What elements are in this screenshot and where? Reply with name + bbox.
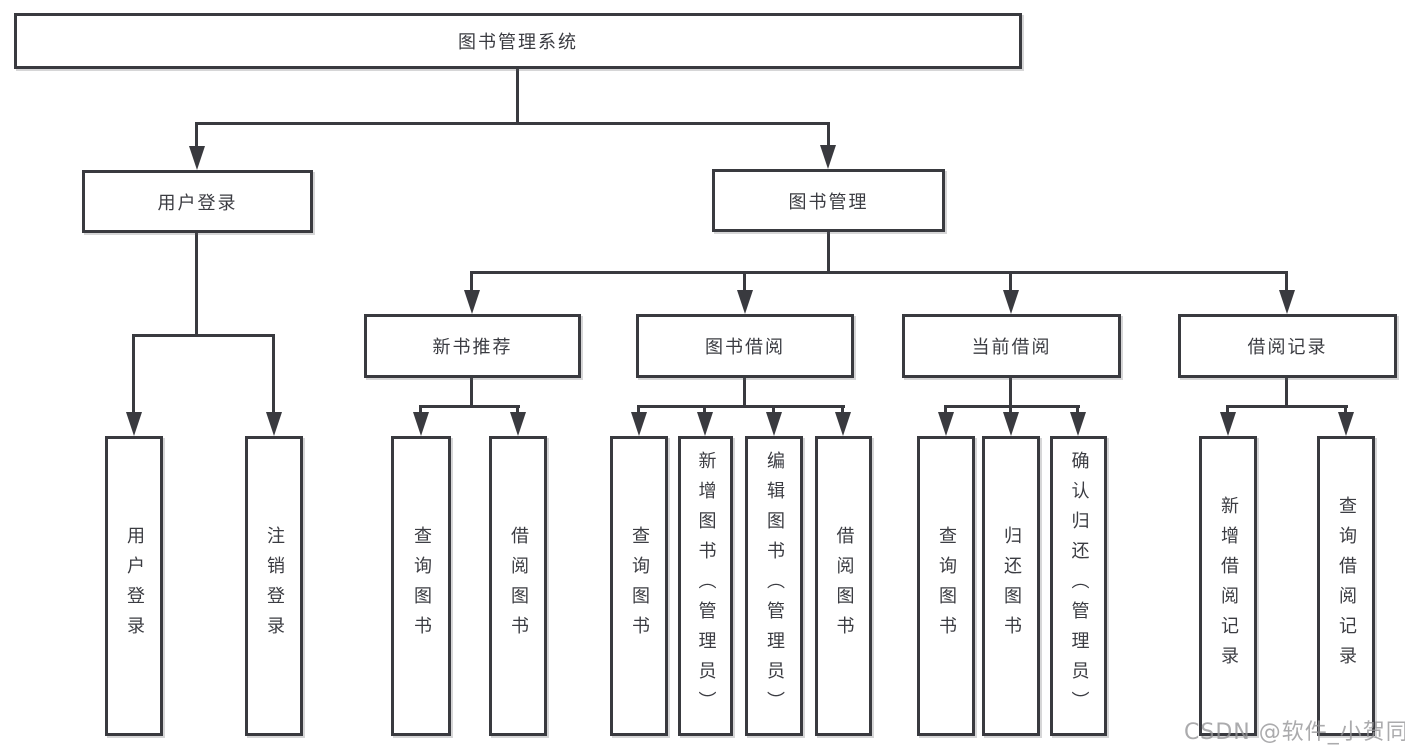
node-library-system-root: 图书管理系统 xyxy=(14,13,1022,69)
leaf-label: 查询图书 xyxy=(936,526,957,646)
arrow-down-icon xyxy=(1338,412,1354,436)
arrow-down-icon xyxy=(1003,290,1019,314)
leaf-label: 借阅图书 xyxy=(833,526,855,646)
arrow-down-icon xyxy=(189,146,205,170)
leaf-label: 查询借阅记录 xyxy=(1336,496,1357,676)
arrow-down-icon xyxy=(464,290,480,314)
node-leaf-borrow-books-recommend: 借阅图书 xyxy=(489,436,547,736)
connector-stem xyxy=(419,405,422,416)
node-leaf-query-books-recommend: 查询图书 xyxy=(391,436,451,736)
connector-root-trunk xyxy=(516,69,519,124)
arrow-down-icon xyxy=(1279,290,1295,314)
connector-stem xyxy=(827,122,830,149)
node-leaf-return-book: 归还图书 xyxy=(982,436,1040,736)
connector-level3-bar xyxy=(471,271,1288,274)
connector-stem xyxy=(743,271,746,293)
node-leaf-query-books-current: 查询图书 xyxy=(917,436,975,736)
connector-stub xyxy=(743,378,746,408)
connector-stub xyxy=(827,232,830,274)
connector-bar xyxy=(132,334,275,337)
node-leaf-query-books-borrowing: 查询图书 xyxy=(610,436,668,736)
connector-bar xyxy=(637,405,845,408)
arrow-down-icon xyxy=(126,412,142,436)
arrow-down-icon xyxy=(938,412,954,436)
arrow-down-icon xyxy=(737,290,753,314)
connector-stem xyxy=(944,405,947,416)
node-leaf-confirm-return-admin: 确认归还（管理员） xyxy=(1050,436,1107,736)
connector-stem xyxy=(1226,405,1229,416)
arrow-down-icon xyxy=(413,412,429,436)
node-current-borrowing: 当前借阅 xyxy=(902,314,1121,378)
leaf-label: 归还图书 xyxy=(1001,526,1022,646)
connector-stem xyxy=(132,334,135,416)
arrow-down-icon xyxy=(631,412,647,436)
node-book-borrowing: 图书借阅 xyxy=(636,314,854,378)
arrow-down-icon xyxy=(766,412,782,436)
connector-stem xyxy=(703,405,706,416)
connector-stem xyxy=(1009,405,1012,416)
connector-bar xyxy=(1226,405,1348,408)
connector-stem xyxy=(1009,271,1012,293)
connector-stub xyxy=(1285,378,1288,408)
leaf-label: 注销登录 xyxy=(264,526,285,646)
node-book-management: 图书管理 xyxy=(712,169,945,232)
leaf-label: 查询图书 xyxy=(411,526,432,646)
connector-stem xyxy=(470,271,473,293)
arrow-down-icon xyxy=(820,145,836,169)
node-leaf-query-borrow-record: 查询借阅记录 xyxy=(1317,436,1375,736)
connector-stem xyxy=(1285,271,1288,293)
leaf-label: 确认归还（管理员） xyxy=(1068,451,1090,721)
connector-stem xyxy=(516,405,519,416)
leaf-label: 新增图书（管理员） xyxy=(695,451,717,721)
connector-level1-bar xyxy=(196,122,830,125)
connector-stem xyxy=(1344,405,1347,416)
leaf-label: 编辑图书（管理员） xyxy=(764,451,785,721)
arrow-down-icon xyxy=(1220,412,1236,436)
connector-bar xyxy=(419,405,520,408)
node-leaf-add-book-admin: 新增图书（管理员） xyxy=(678,436,733,736)
arrow-down-icon xyxy=(1070,412,1086,436)
connector-stub xyxy=(195,233,198,337)
leaf-label: 用户登录 xyxy=(124,526,145,646)
connector-stem xyxy=(272,334,275,416)
arrow-down-icon xyxy=(510,412,526,436)
connector-stub xyxy=(470,378,473,408)
csdn-watermark: CSDN @软件_小贺同学 xyxy=(1184,720,1405,745)
node-leaf-logout: 注销登录 xyxy=(245,436,303,736)
leaf-label: 新增借阅记录 xyxy=(1218,496,1239,676)
connector-bar xyxy=(944,405,1080,408)
node-leaf-user-login: 用户登录 xyxy=(105,436,163,736)
node-user-login: 用户登录 xyxy=(82,170,313,233)
connector-stem xyxy=(772,405,775,416)
arrow-down-icon xyxy=(266,412,282,436)
arrow-down-icon xyxy=(835,412,851,436)
connector-stem xyxy=(195,122,198,150)
node-new-book-recommend: 新书推荐 xyxy=(364,314,581,378)
connector-stem xyxy=(637,405,640,416)
arrow-down-icon xyxy=(697,412,713,436)
leaf-label: 查询图书 xyxy=(629,526,650,646)
connector-stem xyxy=(1076,405,1079,416)
node-leaf-edit-book-admin: 编辑图书（管理员） xyxy=(745,436,803,736)
connector-stub xyxy=(1009,378,1012,408)
arrow-down-icon xyxy=(1003,412,1019,436)
node-borrow-records: 借阅记录 xyxy=(1178,314,1397,378)
node-leaf-add-borrow-record: 新增借阅记录 xyxy=(1199,436,1257,736)
connector-stem xyxy=(841,405,844,416)
node-leaf-borrow-books: 借阅图书 xyxy=(815,436,872,736)
leaf-label: 借阅图书 xyxy=(508,526,529,646)
